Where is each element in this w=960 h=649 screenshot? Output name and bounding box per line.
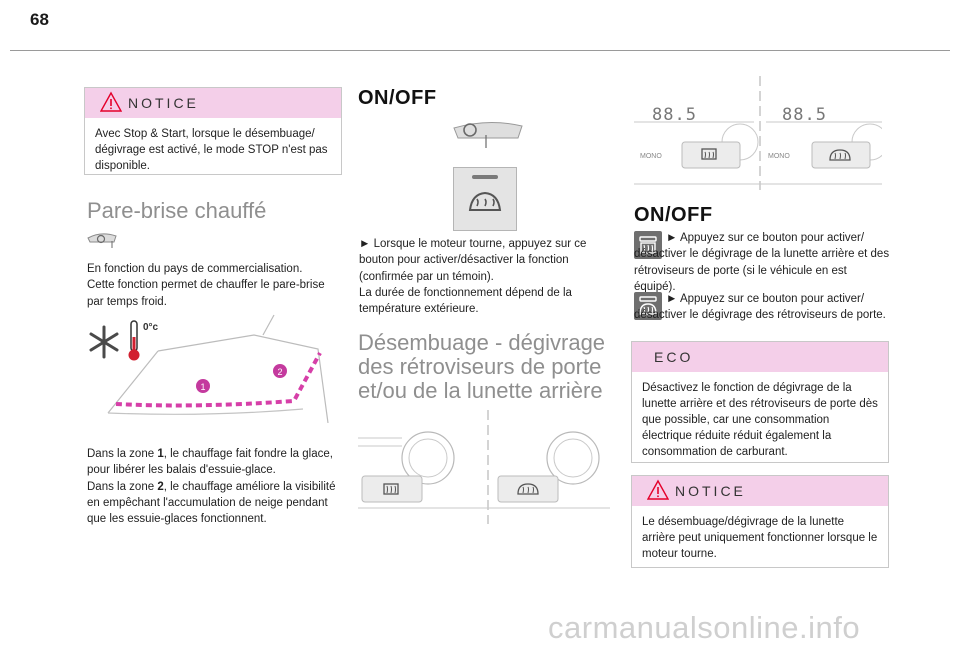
heading-on-off-demisting: ON/OFF xyxy=(634,204,713,226)
warning-triangle-icon xyxy=(100,91,122,112)
instruction-text: ► Lorsque le moteur tourne, appuyez sur … xyxy=(359,238,587,283)
warning-triangle-icon xyxy=(647,479,669,500)
on-off-instructions: ► Lorsque le moteur tourne, appuyez sur … xyxy=(359,236,607,317)
heated-windscreen-icon xyxy=(87,233,117,248)
snowflake-icon xyxy=(89,325,119,359)
thermometer-icon xyxy=(128,320,140,361)
rear-defrost-button-icon xyxy=(383,483,399,495)
notice-header-demisting: NOTICE xyxy=(632,476,888,506)
notice-text: Avec Stop & Start, lorsque le désembuage… xyxy=(95,128,328,172)
heated-windscreen-button-image xyxy=(453,167,517,231)
zone-2-text: Dans la zone 2, le chauffage améliore la… xyxy=(87,480,336,526)
mirror-instruction: ► Appuyez sur ce bouton pour activer/ dé… xyxy=(634,293,886,322)
notice-box-demisting: NOTICE Le désembuage/dégivrage de la lun… xyxy=(631,475,889,568)
rear-screen-defrost-icon xyxy=(634,231,662,259)
windscreen-symbol-icon xyxy=(453,121,523,148)
mono-label-left: MONO xyxy=(640,153,662,160)
zones-text: Dans la zone 1, le chauffage fait fondre… xyxy=(87,446,345,527)
notice-title: NOTICE xyxy=(128,95,199,111)
mirror-defrost-icon xyxy=(634,292,662,320)
page-number: 68 xyxy=(30,10,49,29)
front-windscreen-defrost-icon xyxy=(468,191,502,211)
duration-text: La durée de fonctionnement dépend de la … xyxy=(359,286,572,316)
intro-line-1: En fonction du pays de commercialisation… xyxy=(87,263,303,275)
temp-readout-right: 88.5 xyxy=(782,105,827,125)
watermark: carmanualsonline.info xyxy=(548,610,861,645)
eco-header: ECO xyxy=(632,342,888,372)
notice-text-demisting: Le désembuage/dégivrage de la lunette ar… xyxy=(642,516,878,560)
header-divider xyxy=(10,50,950,51)
zone-1-label: 1 xyxy=(200,382,205,392)
zone-2-label: 2 xyxy=(277,367,282,377)
notice-title-demisting: NOTICE xyxy=(675,483,746,499)
heading-on-off-windscreen: ON/OFF xyxy=(358,87,437,109)
temp-readout-left: 88.5 xyxy=(652,105,697,125)
zone-1-text: Dans la zone 1, le chauffage fait fondre… xyxy=(87,448,333,477)
eco-title: ECO xyxy=(654,349,694,365)
climate-display-illustration: 88.5 88.5 MONO MONO xyxy=(634,76,882,190)
rear-screen-instruction: ► Appuyez sur ce bouton pour activer/ dé… xyxy=(634,232,890,293)
windscreen-illustration: 0°c 1 2 xyxy=(89,314,329,423)
eco-text: Désactivez le fonction de dégivrage de l… xyxy=(642,382,878,458)
console-controls-illustration xyxy=(358,410,610,524)
section-heading-demisting: Désembuage - dégivrage des rétroviseurs … xyxy=(358,330,606,403)
section-heading-heated-windscreen: Pare-brise chauffé xyxy=(87,198,267,223)
temperature-label: 0°c xyxy=(143,322,159,333)
notice-header: NOTICE xyxy=(85,88,341,118)
mono-label-right: MONO xyxy=(768,153,790,160)
eco-box: ECO Désactivez le fonction de dégivrage … xyxy=(631,341,889,463)
intro-line-2: Cette fonction permet de chauffer le par… xyxy=(87,279,325,308)
intro-text: En fonction du pays de commercialisation… xyxy=(87,261,342,310)
mirror-defrost-button-icon xyxy=(517,483,539,495)
notice-box-stop-start: NOTICE Avec Stop & Start, lorsque le dés… xyxy=(84,87,342,175)
